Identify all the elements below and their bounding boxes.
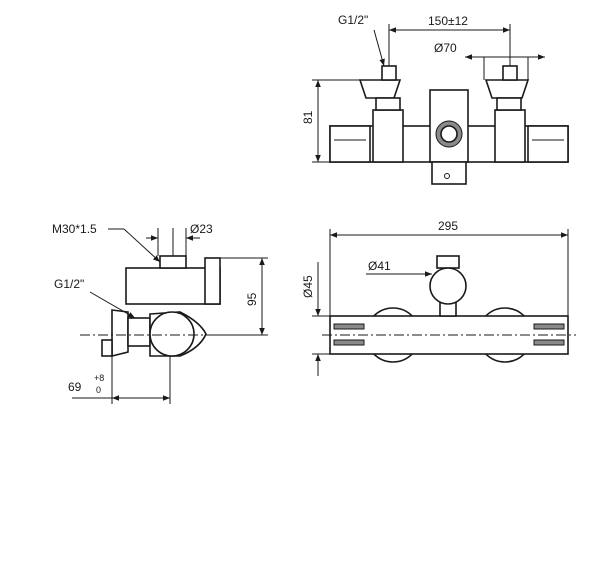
front-knob [429,267,467,305]
top-left-connector [358,52,404,163]
side-thread-label: G1/2" [54,277,84,291]
side-diameter-label: Ø23 [190,222,213,236]
front-knob-label: Ø41 [368,259,391,273]
tolerance-upper: +8 [94,373,104,383]
side-depth-label: 69 [68,380,82,394]
top-thread-label: G1/2" [338,13,368,27]
side-knob [149,311,195,357]
tolerance-lower: 0 [96,385,101,395]
top-view: 150±12 Ø70 G1/2" 81 [301,13,569,185]
side-height-label: 95 [245,292,259,306]
front-height-label: Ø45 [301,275,315,298]
top-height-label: 81 [301,110,315,124]
side-wall-flange [111,309,129,358]
top-spacing-label: 150±12 [428,14,468,28]
top-right-connector [484,52,530,163]
front-view: 295 Ø41 Ø45 [301,219,576,376]
side-thread-big-label: M30*1.5 [52,222,97,236]
side-view: M30*1.5 Ø23 G1/2" 95 69 +8 0 [52,222,268,404]
front-width-label: 295 [438,219,458,233]
top-diameter-label: Ø70 [434,41,457,55]
